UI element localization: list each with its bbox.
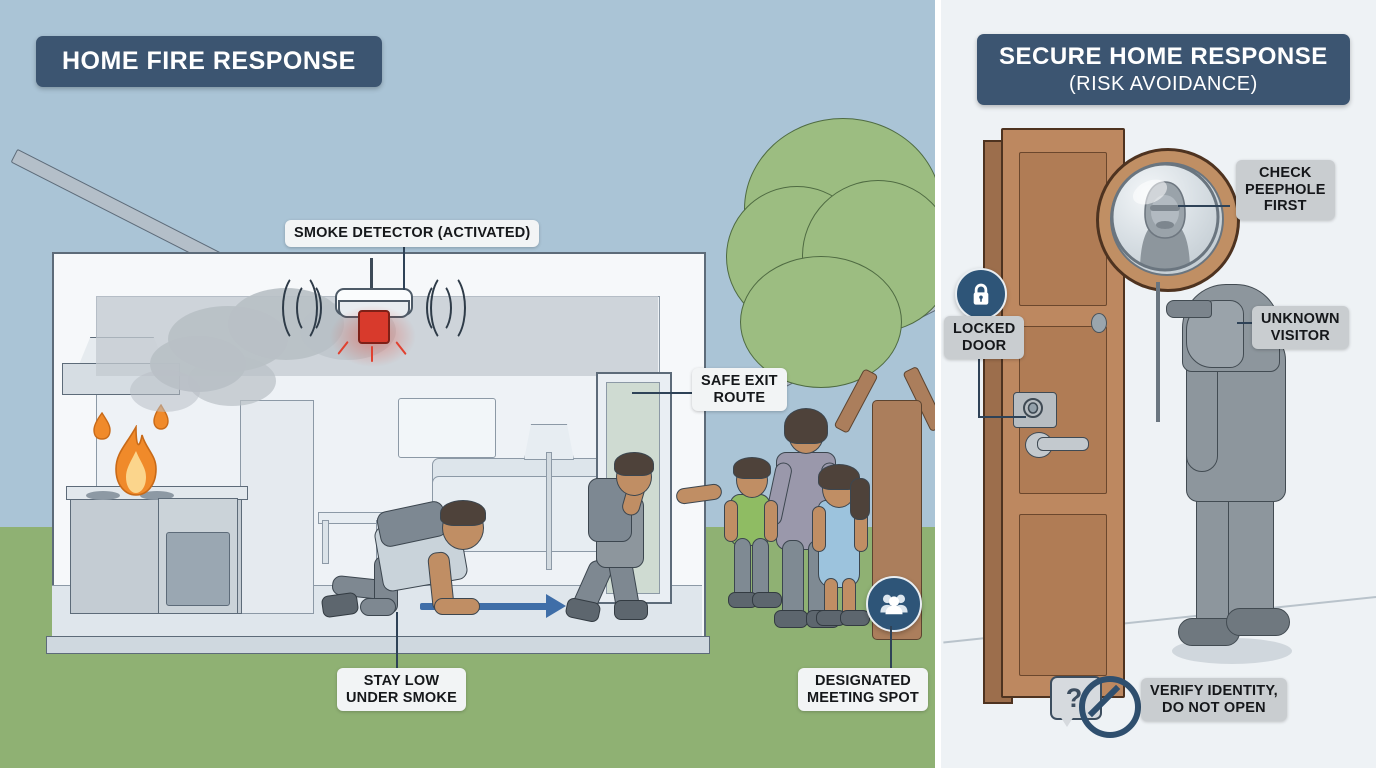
- escape-arrow-shaft: [420, 603, 550, 610]
- leader-line-check-peephole: [1178, 205, 1230, 208]
- child-girl-ponytail: [850, 478, 870, 520]
- leader-line-meeting-spot: [890, 626, 893, 672]
- peephole-opening: [1091, 313, 1107, 333]
- callout-designated-meeting-spot: DESIGNATED MEETING SPOT: [798, 668, 928, 712]
- side-table-leg: [322, 520, 329, 564]
- callout-verify-identity: VERIFY IDENTITY, DO NOT OPEN: [1141, 678, 1287, 722]
- question-mark-glyph: ?: [1065, 682, 1083, 713]
- flame-icon: [115, 425, 157, 496]
- page-title-left: HOME FIRE RESPONSE: [36, 36, 382, 87]
- panel-divider: [935, 0, 941, 768]
- alarm-ray: [371, 346, 374, 362]
- leader-line-safe-exit: [632, 392, 694, 395]
- stove-burner: [86, 491, 120, 500]
- shoe: [1226, 608, 1290, 636]
- deadbolt-lock[interactable]: [1013, 392, 1057, 428]
- alarm-led: [358, 310, 390, 344]
- sound-wave-icon: [430, 272, 466, 344]
- smoke-cloud: [188, 356, 276, 406]
- hand: [434, 598, 480, 615]
- door-panel-top: [1019, 152, 1107, 306]
- callout-locked-door: LOCKED DOOR: [944, 316, 1025, 360]
- child-boy-hair: [733, 457, 771, 479]
- panel-secure-home-response: [941, 0, 1376, 768]
- child-boy-arm: [724, 500, 738, 542]
- smoke-detector-stem: [370, 258, 373, 290]
- callout-unknown-visitor: UNKNOWN VISITOR: [1252, 306, 1349, 350]
- sound-wave-icon: [282, 272, 318, 344]
- leader-line-smoke-detector: [403, 244, 406, 290]
- panel-home-fire-response: HOME FIRE RESPONSE SMOKE DETECTOR (ACTIV…: [0, 0, 935, 768]
- question-bubble-tail: [1058, 713, 1076, 727]
- floor-lamp-pole: [546, 452, 552, 570]
- room-foundation: [46, 636, 710, 654]
- family-group-icon: [866, 576, 922, 632]
- callout-stay-low-under-smoke: STAY LOW UNDER SMOKE: [337, 668, 466, 712]
- child-boy-arm: [764, 500, 778, 542]
- callout-check-peephole-first: CHECK PEEPHOLE FIRST: [1236, 160, 1335, 220]
- smoke-cloud: [130, 370, 200, 412]
- escape-arrow-head: [546, 594, 566, 618]
- peephole-pointer-stem: [1156, 282, 1160, 422]
- leader-line-locked-door-h: [978, 416, 1026, 419]
- door-panel-bottom: [1019, 514, 1107, 676]
- cap-brim: [1166, 300, 1212, 318]
- page-title-right: SECURE HOME RESPONSE (RISK AVOIDANCE): [977, 34, 1350, 105]
- shoe: [752, 592, 782, 608]
- stove-burner: [140, 491, 174, 500]
- hair: [614, 452, 654, 476]
- refrigerator: [240, 400, 314, 614]
- shoe: [774, 610, 808, 628]
- door-handle-lever[interactable]: [1037, 437, 1089, 451]
- shoe: [840, 610, 870, 626]
- oven-window: [166, 532, 230, 606]
- prohibited-icon: [1079, 676, 1141, 738]
- hair: [440, 500, 486, 526]
- adult-hair: [784, 408, 828, 444]
- leader-line-stay-low: [396, 612, 399, 670]
- callout-smoke-detector: SMOKE DETECTOR (ACTIVATED): [285, 220, 540, 247]
- page-title-right-main: SECURE HOME RESPONSE: [999, 43, 1328, 70]
- page-title-right-sub: (RISK AVOIDANCE): [1068, 72, 1258, 95]
- wall-tv: [398, 398, 496, 458]
- shoe: [614, 600, 648, 620]
- callout-safe-exit-route: SAFE EXIT ROUTE: [692, 368, 787, 412]
- tree-crown: [740, 256, 902, 388]
- child-girl-arm: [812, 506, 826, 552]
- knee: [360, 598, 396, 616]
- flame-spark-icon: [93, 412, 111, 440]
- leader-line-locked-door-v: [978, 356, 981, 418]
- peephole-lens: [1110, 162, 1224, 276]
- adult-leg: [782, 540, 804, 620]
- leader-line-unknown-visitor: [1237, 322, 1259, 325]
- padlock-icon: [955, 268, 1007, 320]
